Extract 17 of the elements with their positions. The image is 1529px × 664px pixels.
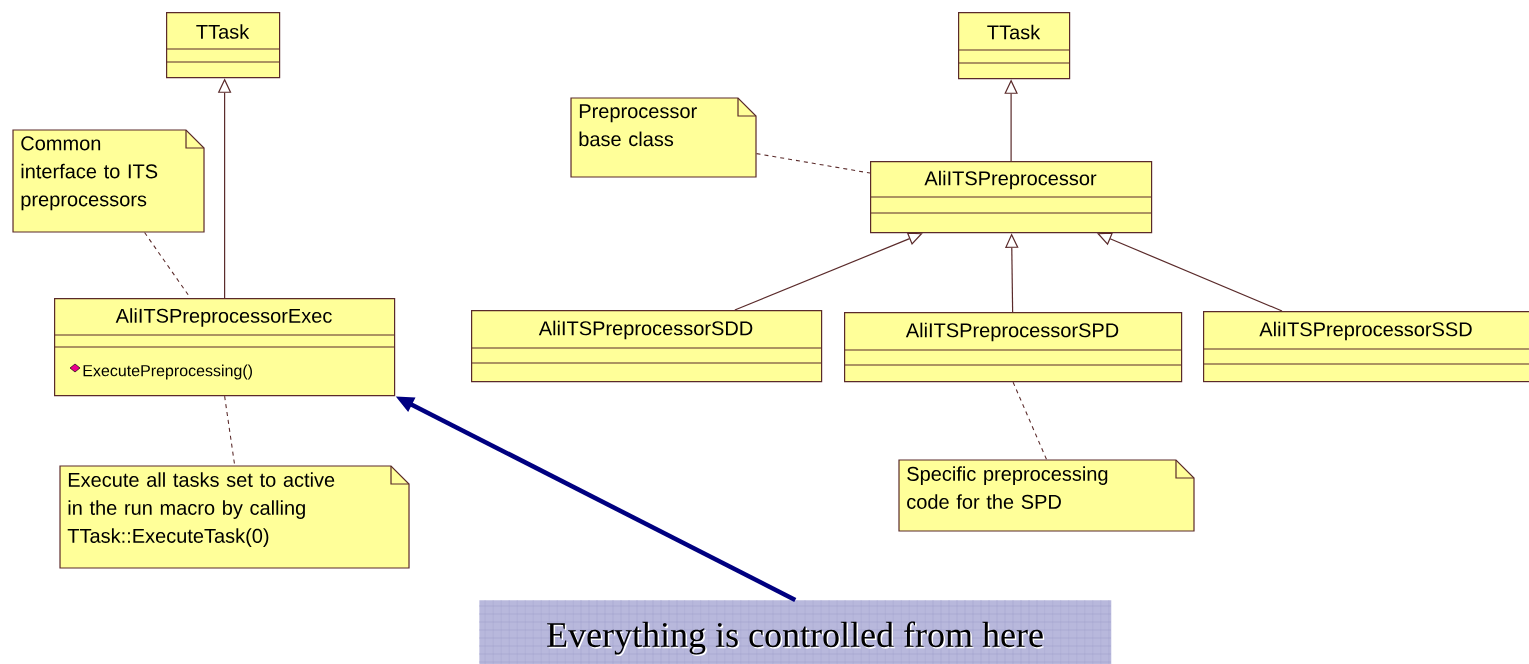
connector-line bbox=[1012, 381, 1048, 461]
connector-line bbox=[756, 153, 871, 174]
class-box: AliITSPreprocessorExec ExecutePreprocessing() bbox=[53, 298, 396, 397]
connector-line bbox=[224, 395, 236, 467]
arrow bbox=[734, 232, 923, 311]
class-box: AliITSPreprocessorSSD bbox=[1202, 311, 1529, 383]
class-box: AliITSPreprocessorSDD bbox=[470, 310, 823, 383]
class-box: TTask bbox=[165, 12, 281, 79]
class-box: AliITSPreprocessorSPD bbox=[843, 312, 1183, 383]
note-box: Preprocessor base class bbox=[570, 97, 757, 178]
callout-banner: Everything is controlled from here bbox=[478, 599, 1112, 664]
note-box: Execute all tasks set to active in the run macro by calling TTask::ExecuteTask(0) bbox=[59, 465, 410, 569]
connector-line bbox=[144, 232, 191, 299]
note-box: Common interface to ITS preprocessors bbox=[12, 129, 205, 233]
note-box: Specific preprocessing code for the SPD bbox=[898, 459, 1195, 532]
class-box: AliITSPreprocessor bbox=[869, 161, 1153, 234]
class-box: TTask bbox=[957, 12, 1071, 80]
